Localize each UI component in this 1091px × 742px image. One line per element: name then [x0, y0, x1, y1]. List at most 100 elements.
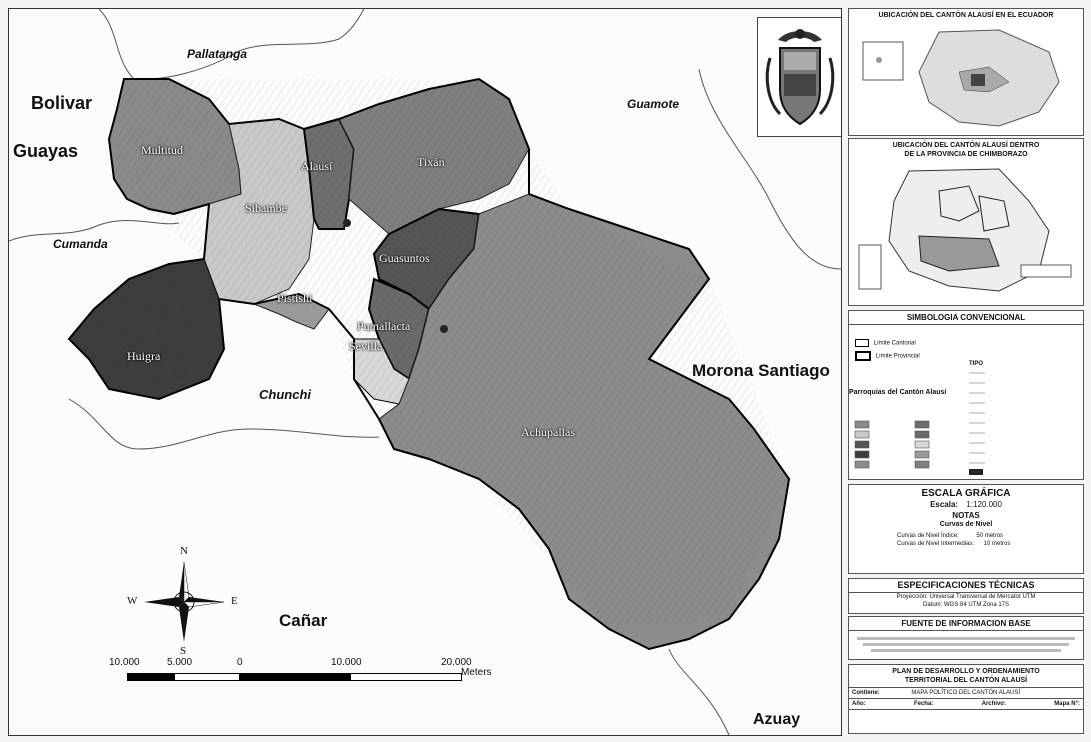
parish-label-alausi: Alausí — [301, 159, 333, 173]
ecuador-locator-map — [862, 29, 1060, 127]
curva-indice-label: Curvas de Nivel Índice: — [897, 533, 959, 539]
scale-notes-box: ESCALA GRÁFICA Escala: 1:120.000 NOTAS C… — [848, 484, 1084, 574]
coat-of-arms-emblem-icon — [765, 29, 835, 126]
plan-title-line1: PLAN DE DESARROLLO Y ORDENAMIENTO — [892, 668, 1040, 675]
town-marker-pumallacta — [440, 325, 448, 333]
location-province-title: UBICACIÓN DEL CANTÓN ALAUSÍ DENTRO DE LA… — [849, 139, 1083, 161]
scale-bar: 10.000 5.000 0 10.000 20.000 Meters — [109, 657, 492, 717]
fuente-box: FUENTE DE INFORMACION BASE — [848, 616, 1084, 660]
location-ecuador-box: UBICACIÓN DEL CANTÓN ALAUSÍ EN EL ECUADO… — [848, 8, 1084, 136]
scale-label-3: 10.000 — [331, 657, 362, 668]
contiene-label: Contiene: — [852, 690, 880, 696]
compass-s: S — [180, 645, 187, 657]
curva-indice-row: Curvas de Nivel Índice: 50 metros — [849, 532, 1083, 540]
legend-parishes-heading: Parroquias del Cantón Alausí — [849, 389, 946, 396]
meta-row: Año: Fecha: Archivo: Mapa N°: — [849, 698, 1083, 709]
scale-segment-4 — [350, 673, 462, 681]
mapa-label: Mapa N°: — [1054, 701, 1080, 707]
main-map: Pallatanga Bolivar Guayas Guamote Cumand… — [8, 8, 842, 736]
legend-cantonal-swatch — [855, 339, 869, 347]
spec-line2: Datum: WGS 84 UTM Zona 17S — [922, 602, 1010, 608]
parish-label-huigra: Huigra — [127, 349, 161, 363]
escala-label: Escala: — [930, 500, 959, 509]
compass-w: W — [127, 595, 138, 607]
legend-provincial-swatch — [855, 351, 871, 361]
fecha-label: Fecha: — [913, 701, 934, 707]
legend-panel: UBICACIÓN DEL CANTÓN ALAUSÍ EN EL ECUADO… — [848, 8, 1084, 734]
spec-box: ESPECIFICACIONES TÉCNICAS Proyección: Un… — [848, 578, 1084, 614]
parish-label-guasuntos: Guasuntos — [379, 251, 430, 265]
plan-title: PLAN DE DESARROLLO Y ORDENAMIENTO TERRIT… — [849, 665, 1083, 687]
location-province-box: UBICACIÓN DEL CANTÓN ALAUSÍ DENTRO DE LA… — [848, 138, 1084, 306]
legend-limit-provincial: Límite Provincial — [855, 351, 920, 361]
parish-label-pumallacta: Pumallacta — [357, 319, 411, 333]
legend-parishes-text: Parroquias del Cantón Alausí — [849, 389, 947, 396]
provincial-boundary-south — [68, 398, 380, 450]
legend-limit-provincial-text: Límite Provincial — [875, 353, 920, 360]
parish-label-pistishi: Pistishi — [277, 291, 313, 305]
label-guamote: Guamote — [627, 97, 680, 111]
label-canar: Cañar — [279, 611, 328, 630]
escala-title: ESCALA GRÁFICA — [921, 488, 1011, 499]
compass-e: E — [231, 595, 238, 607]
parish-label-achupallas: Achupallas — [521, 425, 575, 439]
scale-label-1: 5.000 — [167, 657, 193, 668]
curva-inter-value: 10 metros — [983, 541, 1011, 547]
compass-rose-icon — [144, 561, 225, 642]
compass-n: N — [180, 545, 188, 557]
escala-value: 1:120.000 — [966, 500, 1002, 509]
curvas-title: Curvas de Nivel — [939, 521, 993, 528]
legend-box: SIMBOLOGIA CONVENCIONAL Límite Cantonal … — [848, 310, 1084, 480]
legend-swatches — [854, 372, 985, 475]
label-morona-santiago: Morona Santiago — [692, 361, 830, 380]
contiene-row: Contiene: MAPA POLÍTICO DEL CANTÓN ALAUS… — [849, 687, 1083, 698]
legend-title: SIMBOLOGIA CONVENCIONAL — [849, 311, 1083, 325]
notas-title: NOTAS — [952, 511, 980, 520]
fuente-text-placeholder — [849, 631, 1083, 658]
label-bolivar: Bolivar — [31, 93, 93, 113]
scale-segment-3 — [239, 673, 351, 681]
archivo-label: Archivo: — [981, 701, 1006, 707]
location-province-title-line2: DE LA PROVINCIA DE CHIMBORAZO — [904, 151, 1028, 158]
town-marker-alausi — [343, 219, 351, 227]
parish-label-multitud: Multitud — [141, 143, 184, 157]
fuente-title: FUENTE DE INFORMACION BASE — [849, 617, 1083, 631]
scale-units: Meters — [461, 667, 492, 678]
plan-title-line2: TERRITORIAL DEL CANTÓN ALAUSÍ — [904, 677, 1028, 684]
label-guayas: Guayas — [13, 141, 79, 161]
canton-outline — [67, 77, 791, 651]
north-arrow-compass: N S W E — [127, 545, 238, 657]
title-block: PLAN DE DESARROLLO Y ORDENAMIENTO TERRIT… — [848, 664, 1084, 734]
label-chunchi: Chunchi — [259, 387, 311, 402]
legend-limit-cantonal-text: Límite Cantonal — [873, 340, 916, 347]
label-pallatanga: Pallatanga — [187, 47, 248, 61]
parish-label-sevilla: Sevilla — [349, 339, 383, 353]
legend-tipo-text: TIPO — [969, 361, 984, 367]
label-azuay: Azuay — [753, 711, 801, 728]
province-locator-map — [858, 168, 1072, 292]
parish-label-sibambe: Sibambe — [245, 201, 287, 215]
location-province-title-line1: UBICACIÓN DEL CANTÓN ALAUSÍ DENTRO — [892, 142, 1040, 149]
provincial-boundary-north — [98, 9, 365, 80]
curva-inter-label: Curvas de Nivel Intermedias: — [897, 541, 975, 547]
escala-row: Escala: 1:120.000 — [849, 500, 1083, 509]
parish-label-tixan: Tixán — [417, 155, 445, 169]
scale-segment-2 — [174, 673, 240, 681]
provincial-boundary-southeast — [668, 648, 730, 735]
legend-tipo-heading: TIPO — [969, 361, 983, 367]
curva-inter-row: Curvas de Nivel Intermedias: 10 metros — [849, 540, 1083, 548]
provincial-boundary-west — [9, 219, 180, 242]
provincial-boundary-east — [698, 68, 841, 270]
map-canvas — [9, 9, 841, 735]
spec-title: ESPECIFICACIONES TÉCNICAS — [849, 579, 1083, 593]
scale-segment-1 — [127, 673, 175, 681]
scale-label-4: 20.000 — [441, 657, 472, 668]
credits-row — [849, 709, 1083, 724]
scale-label-0: 10.000 — [109, 657, 140, 668]
anio-label: Año: — [852, 701, 866, 707]
scale-label-2: 0 — [237, 657, 243, 668]
contiene-value: MAPA POLÍTICO DEL CANTÓN ALAUSÍ — [911, 690, 1021, 696]
location-ecuador-title: UBICACIÓN DEL CANTÓN ALAUSÍ EN EL ECUADO… — [878, 12, 1054, 19]
curva-indice-value: 50 metros — [976, 533, 1004, 539]
